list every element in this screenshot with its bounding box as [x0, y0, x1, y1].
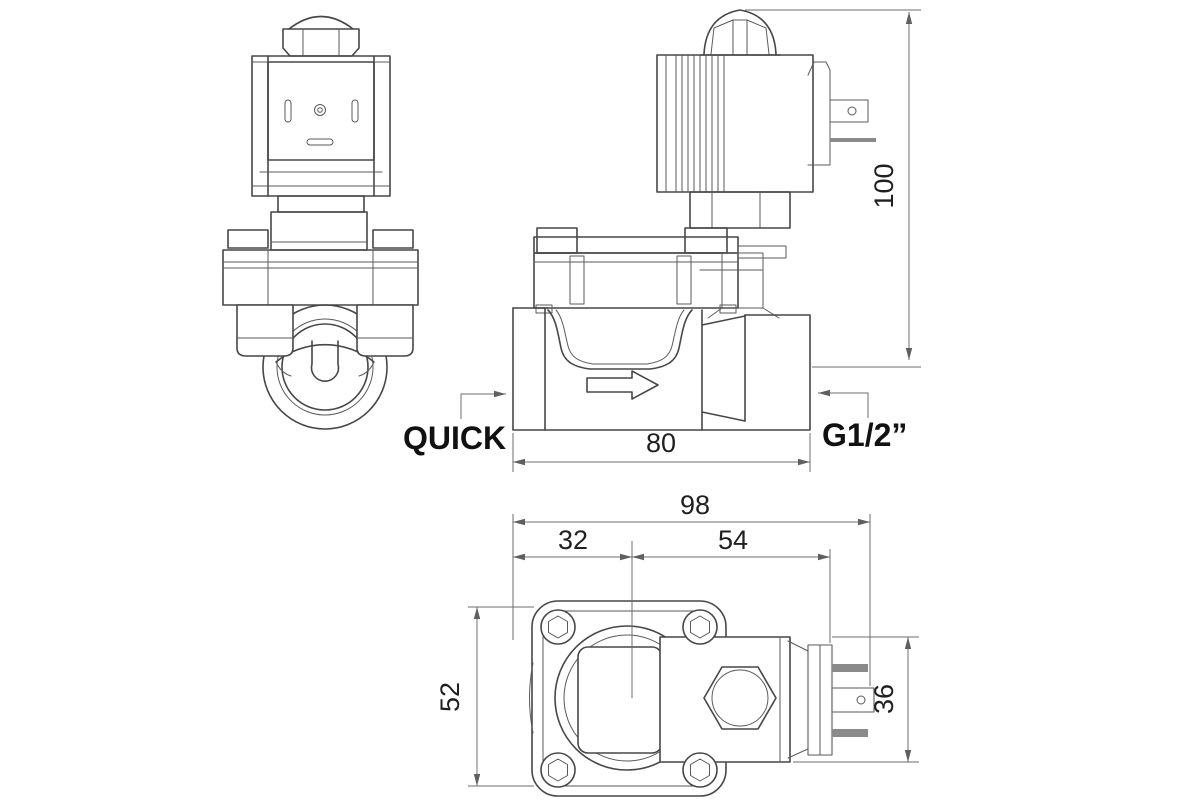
dim-body-length: 80 — [512, 428, 811, 472]
cap-nut-front — [282, 15, 360, 57]
front-view — [222, 15, 419, 430]
coil-front — [251, 55, 391, 197]
valve-neck-front — [227, 195, 414, 251]
pin-top — [832, 664, 868, 672]
quick-leader-line — [460, 390, 506, 419]
pin-middle — [831, 687, 875, 713]
cap-nut-side — [699, 9, 781, 56]
hex-nut-bottom — [703, 666, 777, 730]
quick-port-bump — [529, 662, 534, 734]
dim-split-widths: 32 54 — [513, 525, 831, 698]
coil-bottom — [659, 636, 811, 763]
coil-side — [656, 54, 814, 193]
valve-core-square — [577, 646, 663, 754]
dim-label-100: 100 — [869, 163, 899, 208]
dim-label-98: 98 — [680, 490, 710, 520]
corner-bolts — [540, 609, 718, 788]
port-label-g12: G1/2” — [818, 389, 907, 453]
connector-screw-icon — [314, 104, 326, 116]
din-connector-bottom — [807, 644, 875, 756]
dim-body-depth: 52 — [435, 606, 534, 787]
valve-neck-side — [689, 191, 791, 229]
dim-overall-width: 98 — [512, 490, 871, 686]
keyhole-notch — [310, 340, 340, 382]
connector-slot-bottom — [306, 138, 334, 146]
dim-connector-depth: 36 — [793, 636, 919, 763]
din-connector-side — [807, 61, 876, 166]
terminal-pin — [830, 138, 876, 142]
terminal-hole — [847, 106, 857, 116]
dim-overall-height: 100 — [745, 9, 921, 368]
pin-hole — [856, 695, 866, 705]
side-view: 100 80 QUICK G1/2” — [403, 9, 921, 472]
spade-terminal — [829, 99, 869, 123]
dim-label-80: 80 — [646, 428, 676, 458]
g12-leader-line — [818, 389, 869, 418]
mounting-bracket-side — [533, 227, 787, 319]
side-port-wings-front — [236, 304, 414, 357]
connector-slot-right — [351, 99, 359, 123]
quick-label: QUICK — [403, 420, 506, 456]
dim-label-54: 54 — [718, 525, 748, 555]
valve-body-front — [222, 249, 419, 306]
dim-label-32: 32 — [558, 525, 588, 555]
dim-label-36: 36 — [869, 684, 899, 714]
dim-label-52: 52 — [435, 682, 465, 712]
port-label-quick: QUICK — [403, 390, 506, 456]
g12-label: G1/2” — [822, 417, 907, 453]
pin-bottom — [832, 729, 868, 737]
bonnet-bowl — [547, 309, 693, 370]
valve-body-side — [512, 307, 811, 431]
connector-slot-left — [284, 99, 292, 123]
flow-arrow-icon — [586, 370, 659, 400]
bottom-view: 98 32 54 52 36 — [435, 490, 919, 797]
